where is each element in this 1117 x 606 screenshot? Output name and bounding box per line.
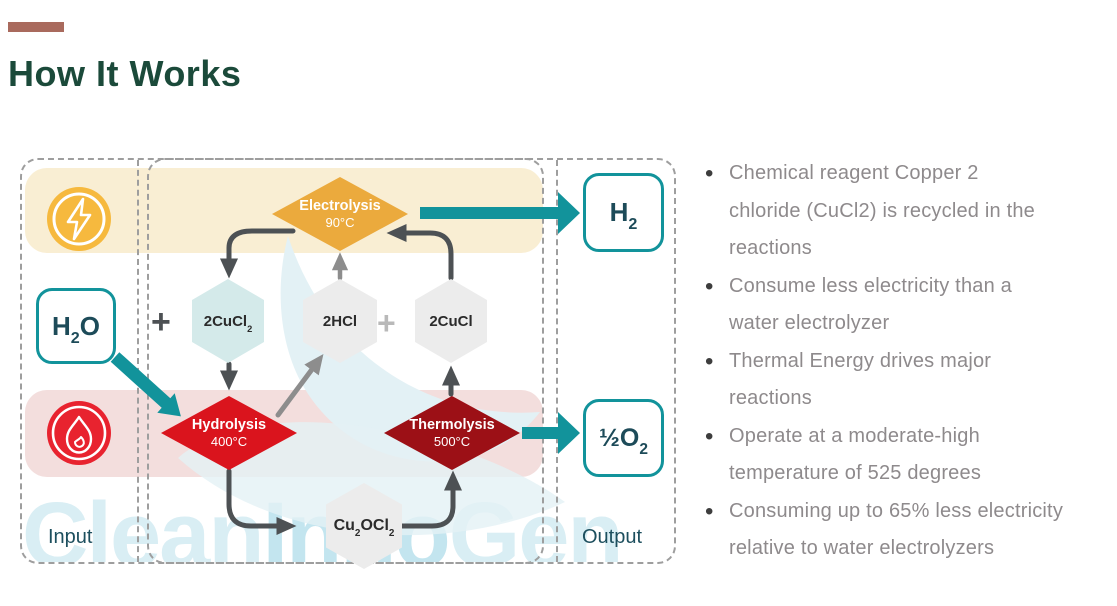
output-divider: [556, 160, 558, 562]
electrolysis-temp: 90°C: [325, 215, 355, 230]
cucl2-node: 2CuCl2: [192, 279, 264, 363]
o2-formula: ½O2: [599, 423, 648, 458]
list-item: Consuming up to 65% less electricity rel…: [703, 493, 1115, 568]
arrow-electrolysis-to-cucl2: [219, 228, 296, 279]
cu2ocl2-formula: Cu2OCl2: [333, 517, 395, 540]
h2-formula: H2: [609, 197, 638, 234]
electrolysis-label: Electrolysis: [299, 198, 381, 214]
h2o-formula: H2O: [52, 310, 100, 347]
plus-sign-left: +: [151, 303, 171, 341]
benefits-list: Chemical reagent Copper 2 chloride (CuCl…: [703, 155, 1115, 568]
flame-icon: [47, 401, 111, 465]
hcl-formula: 2HCl: [322, 312, 358, 330]
cucl-node: 2CuCl: [415, 279, 487, 363]
list-item: Chemical reagent Copper 2 chloride (CuCl…: [703, 155, 1115, 268]
watermark-part1: Clean: [22, 484, 265, 562]
o2-node: ½O2: [583, 399, 664, 477]
hydrolysis-label: Hydrolysis: [191, 417, 267, 433]
output-label: Output: [582, 526, 643, 548]
lightning-icon: [47, 187, 111, 251]
thermolysis-label: Thermolysis: [409, 417, 495, 433]
hydrolysis-temp: 400°C: [210, 434, 248, 449]
leaf-watermark: [178, 236, 565, 536]
arrow-electrolysis-to-h2: [420, 192, 580, 234]
flow-arrows: [110, 192, 580, 536]
thermolysis-temp: 500°C: [433, 434, 471, 449]
process-border: [147, 158, 544, 564]
h2o-node: H2O: [36, 288, 116, 364]
cucl-formula: 2CuCl: [429, 312, 473, 330]
arrow-hydrolysis-to-hcl: [275, 353, 324, 418]
process-diagram: CleanInnoGen H2O: [20, 158, 676, 569]
list-item: Operate at a moderate-high temperature o…: [703, 418, 1115, 493]
list-item: Consume less electricity than a water el…: [703, 268, 1115, 343]
accent-bar: [8, 22, 64, 32]
arrow-h2o-to-hydrolysis: [110, 352, 181, 417]
h2-node: H2: [583, 173, 664, 252]
cucl2-formula: 2CuCl2: [203, 312, 253, 334]
arrow-hydrolysis-to-cu2ocl2: [226, 468, 297, 536]
hcl-node: 2HCl: [303, 279, 377, 363]
page-title: How It Works: [8, 53, 242, 94]
input-label: Input: [48, 526, 93, 548]
plus-sign-right: +: [377, 305, 396, 341]
list-item: Thermal Energy drives major reactions: [703, 343, 1115, 418]
input-divider: [137, 160, 139, 562]
arrow-cu2ocl2-to-thermolysis: [395, 470, 463, 529]
arrow-cucl-to-electrolysis: [386, 223, 454, 281]
arrow-thermolysis-to-o2: [522, 412, 580, 454]
